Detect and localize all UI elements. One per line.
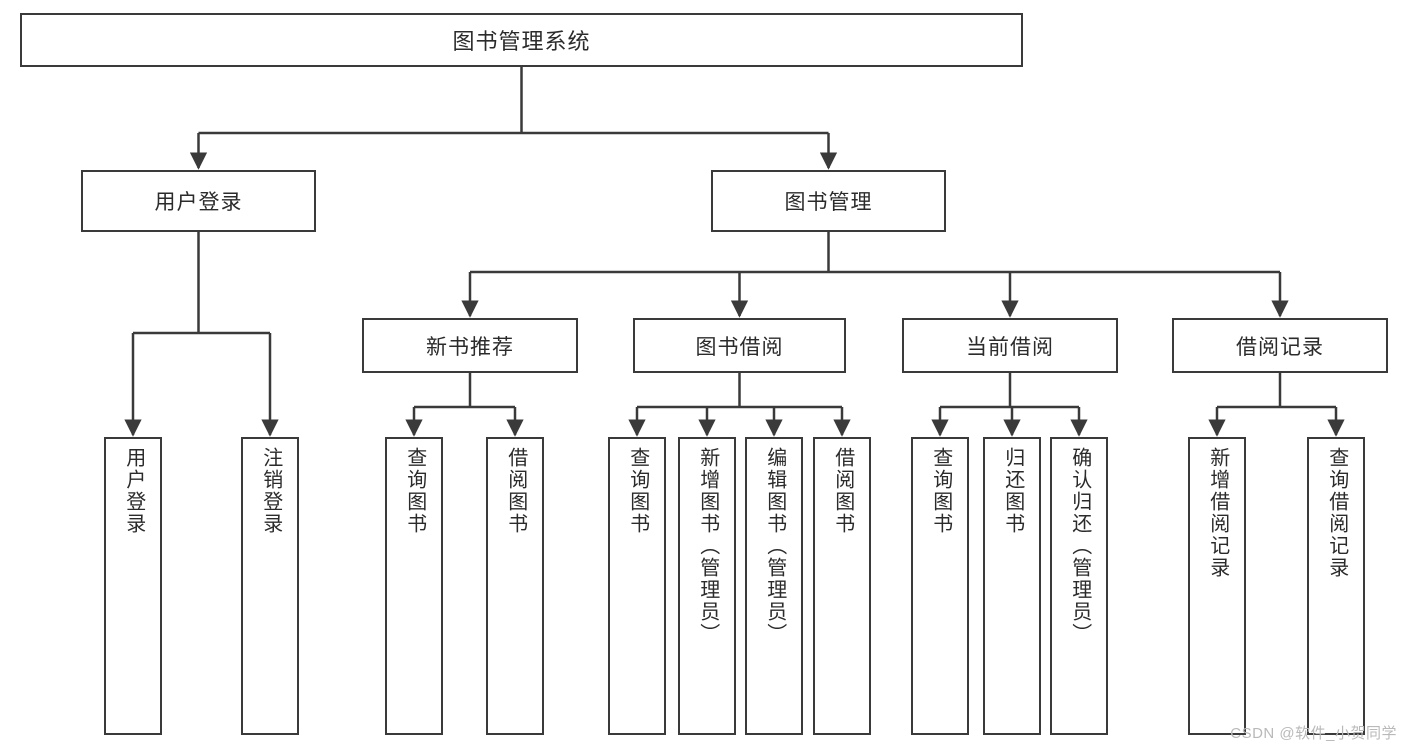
node-l7[interactable]: 编辑图书（管理员） (745, 437, 803, 735)
node-l3[interactable]: 查询图书 (385, 437, 443, 735)
node-l13[interactable]: 查询借阅记录 (1307, 437, 1365, 735)
node-current[interactable]: 当前借阅 (902, 318, 1118, 373)
node-login[interactable]: 用户登录 (81, 170, 316, 232)
node-bookmgmt[interactable]: 图书管理 (711, 170, 946, 232)
watermark: CSDN @软件_小贺同学 (1230, 725, 1397, 742)
node-newbooks[interactable]: 新书推荐 (362, 318, 578, 373)
node-l9[interactable]: 查询图书 (911, 437, 969, 735)
node-l4[interactable]: 借阅图书 (486, 437, 544, 735)
node-records[interactable]: 借阅记录 (1172, 318, 1388, 373)
node-l5[interactable]: 查询图书 (608, 437, 666, 735)
node-l11[interactable]: 确认归还（管理员） (1050, 437, 1108, 735)
node-root[interactable]: 图书管理系统 (20, 13, 1023, 67)
node-l12[interactable]: 新增借阅记录 (1188, 437, 1246, 735)
node-borrow[interactable]: 图书借阅 (633, 318, 846, 373)
node-l2[interactable]: 注销登录 (241, 437, 299, 735)
node-l6[interactable]: 新增图书（管理员） (678, 437, 736, 735)
node-l10[interactable]: 归还图书 (983, 437, 1041, 735)
node-l1[interactable]: 用户登录 (104, 437, 162, 735)
node-l8[interactable]: 借阅图书 (813, 437, 871, 735)
